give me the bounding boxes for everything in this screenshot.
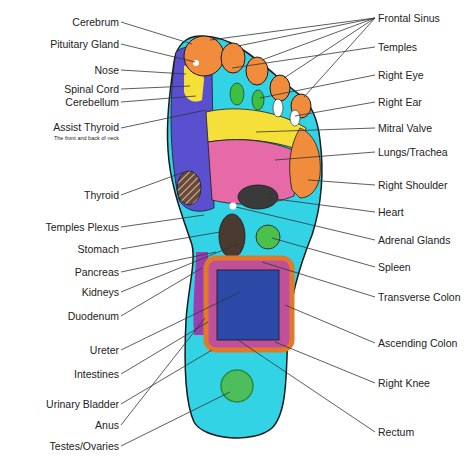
organ-label: Urinary Bladder [46, 398, 119, 411]
stomach-zone [219, 214, 245, 258]
leader-line [121, 318, 205, 425]
leader-line [121, 252, 216, 272]
spleen-zone [256, 225, 280, 249]
leader-line [304, 18, 375, 97]
pituitary-dot [193, 60, 199, 66]
leader-line [232, 47, 375, 68]
thyroid-zone [177, 171, 201, 205]
organ-label: Adrenal Glands [378, 234, 450, 247]
leader-line [121, 268, 202, 316]
leader-line [262, 18, 375, 60]
heart-zone [238, 185, 278, 209]
leader-line [121, 22, 192, 44]
organ-label: Temples [378, 41, 417, 54]
organ-label: Ureter [90, 344, 119, 357]
leader-line [121, 44, 195, 62]
organ-label: Right Shoulder [378, 179, 447, 192]
leader-line [272, 238, 375, 267]
organ-label: Transverse Colon [378, 291, 460, 304]
organ-label: Testes/Ovaries [50, 440, 119, 453]
leader-line [121, 96, 196, 102]
leader-line [121, 322, 208, 374]
big-toe [184, 36, 224, 76]
toe-three [246, 57, 268, 85]
colon-zone [206, 258, 292, 350]
organ-label: Rectum [378, 426, 414, 439]
organ-label: Intestines [74, 368, 119, 381]
leader-line [121, 172, 184, 195]
knee-zone [221, 370, 253, 402]
leader-line [285, 305, 375, 343]
shoulder-zone [290, 128, 321, 198]
organ-label: Spinal Cord [64, 83, 119, 96]
ear-zone [290, 110, 300, 126]
leader-line [238, 340, 375, 432]
eye-zone [252, 90, 264, 110]
leader-line [236, 207, 375, 240]
organ-label: Assist Thyroid [53, 121, 119, 134]
organ-label: Right Knee [378, 377, 430, 390]
organ-label: Right Ear [378, 96, 422, 109]
leader-line [275, 152, 375, 160]
leader-line [121, 292, 240, 350]
organ-label: Duodenum [68, 310, 119, 323]
organ-label: Thyroid [84, 189, 119, 202]
leader-line [121, 86, 190, 89]
ear-zone [273, 99, 283, 117]
organ-label: Lungs/Trachea [378, 146, 448, 159]
leader-line [295, 102, 375, 116]
adrenal-dot [230, 203, 237, 210]
organ-label: Pancreas [75, 266, 119, 279]
organ-label: Heart [378, 206, 404, 219]
leader-line [121, 350, 212, 404]
organ-label: Cerebrum [72, 16, 119, 29]
organ-label: Frontal Sinus [378, 12, 440, 25]
organ-label: Stomach [78, 243, 119, 256]
leader-line [121, 70, 186, 74]
leader-line [121, 232, 220, 249]
organ-label: Spleen [378, 261, 411, 274]
leader-line [256, 128, 375, 132]
organ-label: Anus [95, 419, 119, 432]
eye-zone [230, 83, 244, 105]
organ-label: Kidneys [82, 286, 119, 299]
leader-lines [121, 18, 375, 446]
leader-line [260, 75, 375, 98]
toe-two [221, 43, 245, 73]
leader-line [121, 110, 206, 128]
leader-line [308, 180, 375, 185]
intestine-zone [217, 270, 279, 340]
organ-label: Right Eye [378, 69, 424, 82]
leader-line [121, 244, 238, 292]
leader-line [121, 215, 204, 227]
leader-line [121, 392, 230, 446]
leader-line [268, 198, 375, 212]
organ-label: Temples Plexus [45, 221, 119, 234]
organ-label: Cerebellum [65, 96, 119, 109]
organ-label: Ascending Colon [378, 337, 457, 350]
organ-label: Mitral Valve [378, 122, 432, 135]
organ-label: The front and back of neck [54, 135, 119, 143]
leader-line [210, 18, 375, 40]
organ-label: Nose [94, 64, 119, 77]
toe-four [270, 75, 290, 101]
leader-line [275, 342, 375, 383]
leader-line [262, 262, 375, 297]
organ-label: Pituitary Gland [50, 38, 119, 51]
